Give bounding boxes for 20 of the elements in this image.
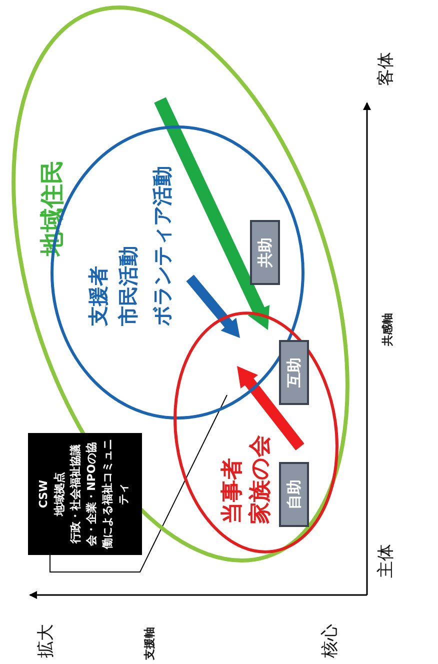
axis-label: 客体 [375, 52, 397, 86]
region-label: 当事者 [222, 458, 244, 524]
region-label: ボランティア活動 [152, 166, 172, 326]
block-arrow [186, 274, 240, 338]
region-label: 支援者 [88, 266, 108, 326]
region-label: 家族の会 [250, 435, 272, 524]
axis-label: 主体 [375, 544, 397, 578]
leader-line [50, 394, 228, 572]
region-ellipse [172, 310, 340, 555]
axis-label: 核心 [319, 624, 341, 658]
axis-label: 共感軸 [380, 313, 395, 346]
support-box: 互助 [279, 340, 309, 405]
region-label: 市民活動 [118, 246, 138, 326]
block-arrow [237, 366, 304, 450]
note-box: CSW 地域拠点 行政・社会福祉協議会・企業・NPOの協働による福祉コミュニティ [28, 433, 142, 555]
axis-label: 拡大 [35, 624, 57, 658]
support-box: 自助 [279, 462, 309, 527]
support-box: 共助 [250, 220, 280, 285]
block-arrow [154, 97, 270, 330]
axis-label: 支援軸 [142, 627, 157, 660]
